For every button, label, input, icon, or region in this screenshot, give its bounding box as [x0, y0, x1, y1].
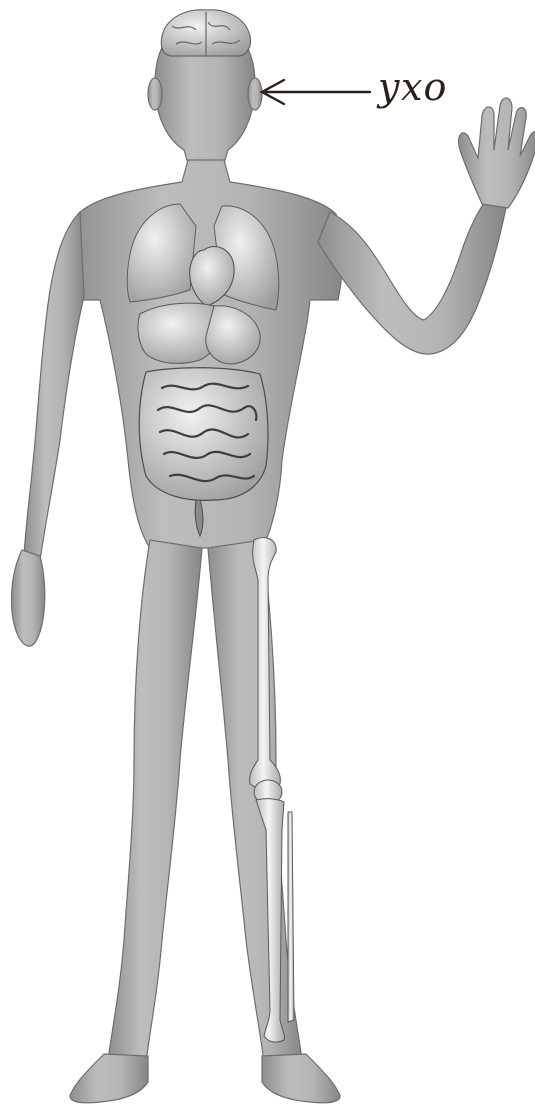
right-ear — [248, 78, 262, 110]
right-foot — [262, 1054, 340, 1103]
liver-stomach — [138, 303, 260, 364]
left-leg — [108, 540, 202, 1062]
fibula — [288, 812, 294, 1022]
raised-hand — [459, 98, 535, 208]
brain — [161, 10, 250, 56]
left-foot — [70, 1054, 148, 1103]
ear-label: ухо — [378, 68, 447, 106]
hanging-hand — [11, 550, 44, 646]
raised-arm — [318, 200, 506, 354]
ear-arrow — [262, 80, 370, 104]
hanging-arm — [24, 212, 84, 560]
left-ear — [148, 78, 162, 110]
